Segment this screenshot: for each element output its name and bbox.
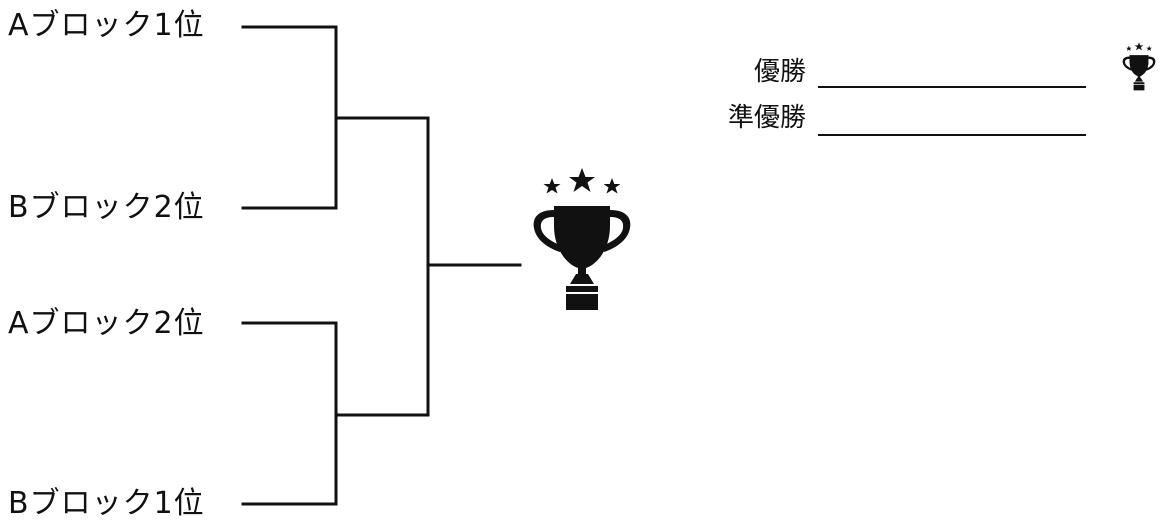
bracket-line-seed-2: [241, 116, 338, 210]
winner-label: 優勝: [753, 57, 806, 87]
trophy-icon: [533, 168, 631, 310]
entrant-a-block-2nd: Aブロック2位: [8, 306, 205, 341]
runner-up-label: 準優勝: [727, 103, 806, 133]
entrant-a-block-1st: Aブロック1位: [8, 8, 205, 43]
star-icon: [603, 178, 621, 194]
star-icon: [1134, 42, 1144, 51]
star-icon: [1125, 45, 1132, 51]
entrant-b-block-2nd: Bブロック2位: [8, 190, 205, 225]
entrant-b-block-1st: Bブロック1位: [8, 486, 205, 521]
bracket-line-seed-1: [241, 25, 338, 120]
bracket-line-seed-3: [241, 321, 338, 417]
star-icon: [543, 178, 561, 194]
bracket-line-seed-4: [241, 413, 338, 506]
star-icon: [1146, 45, 1153, 51]
runner-up-name-line[interactable]: [818, 134, 1086, 136]
winner-name-line[interactable]: [818, 86, 1086, 88]
star-icon: [569, 168, 595, 192]
trophy-icon: [1122, 42, 1156, 91]
